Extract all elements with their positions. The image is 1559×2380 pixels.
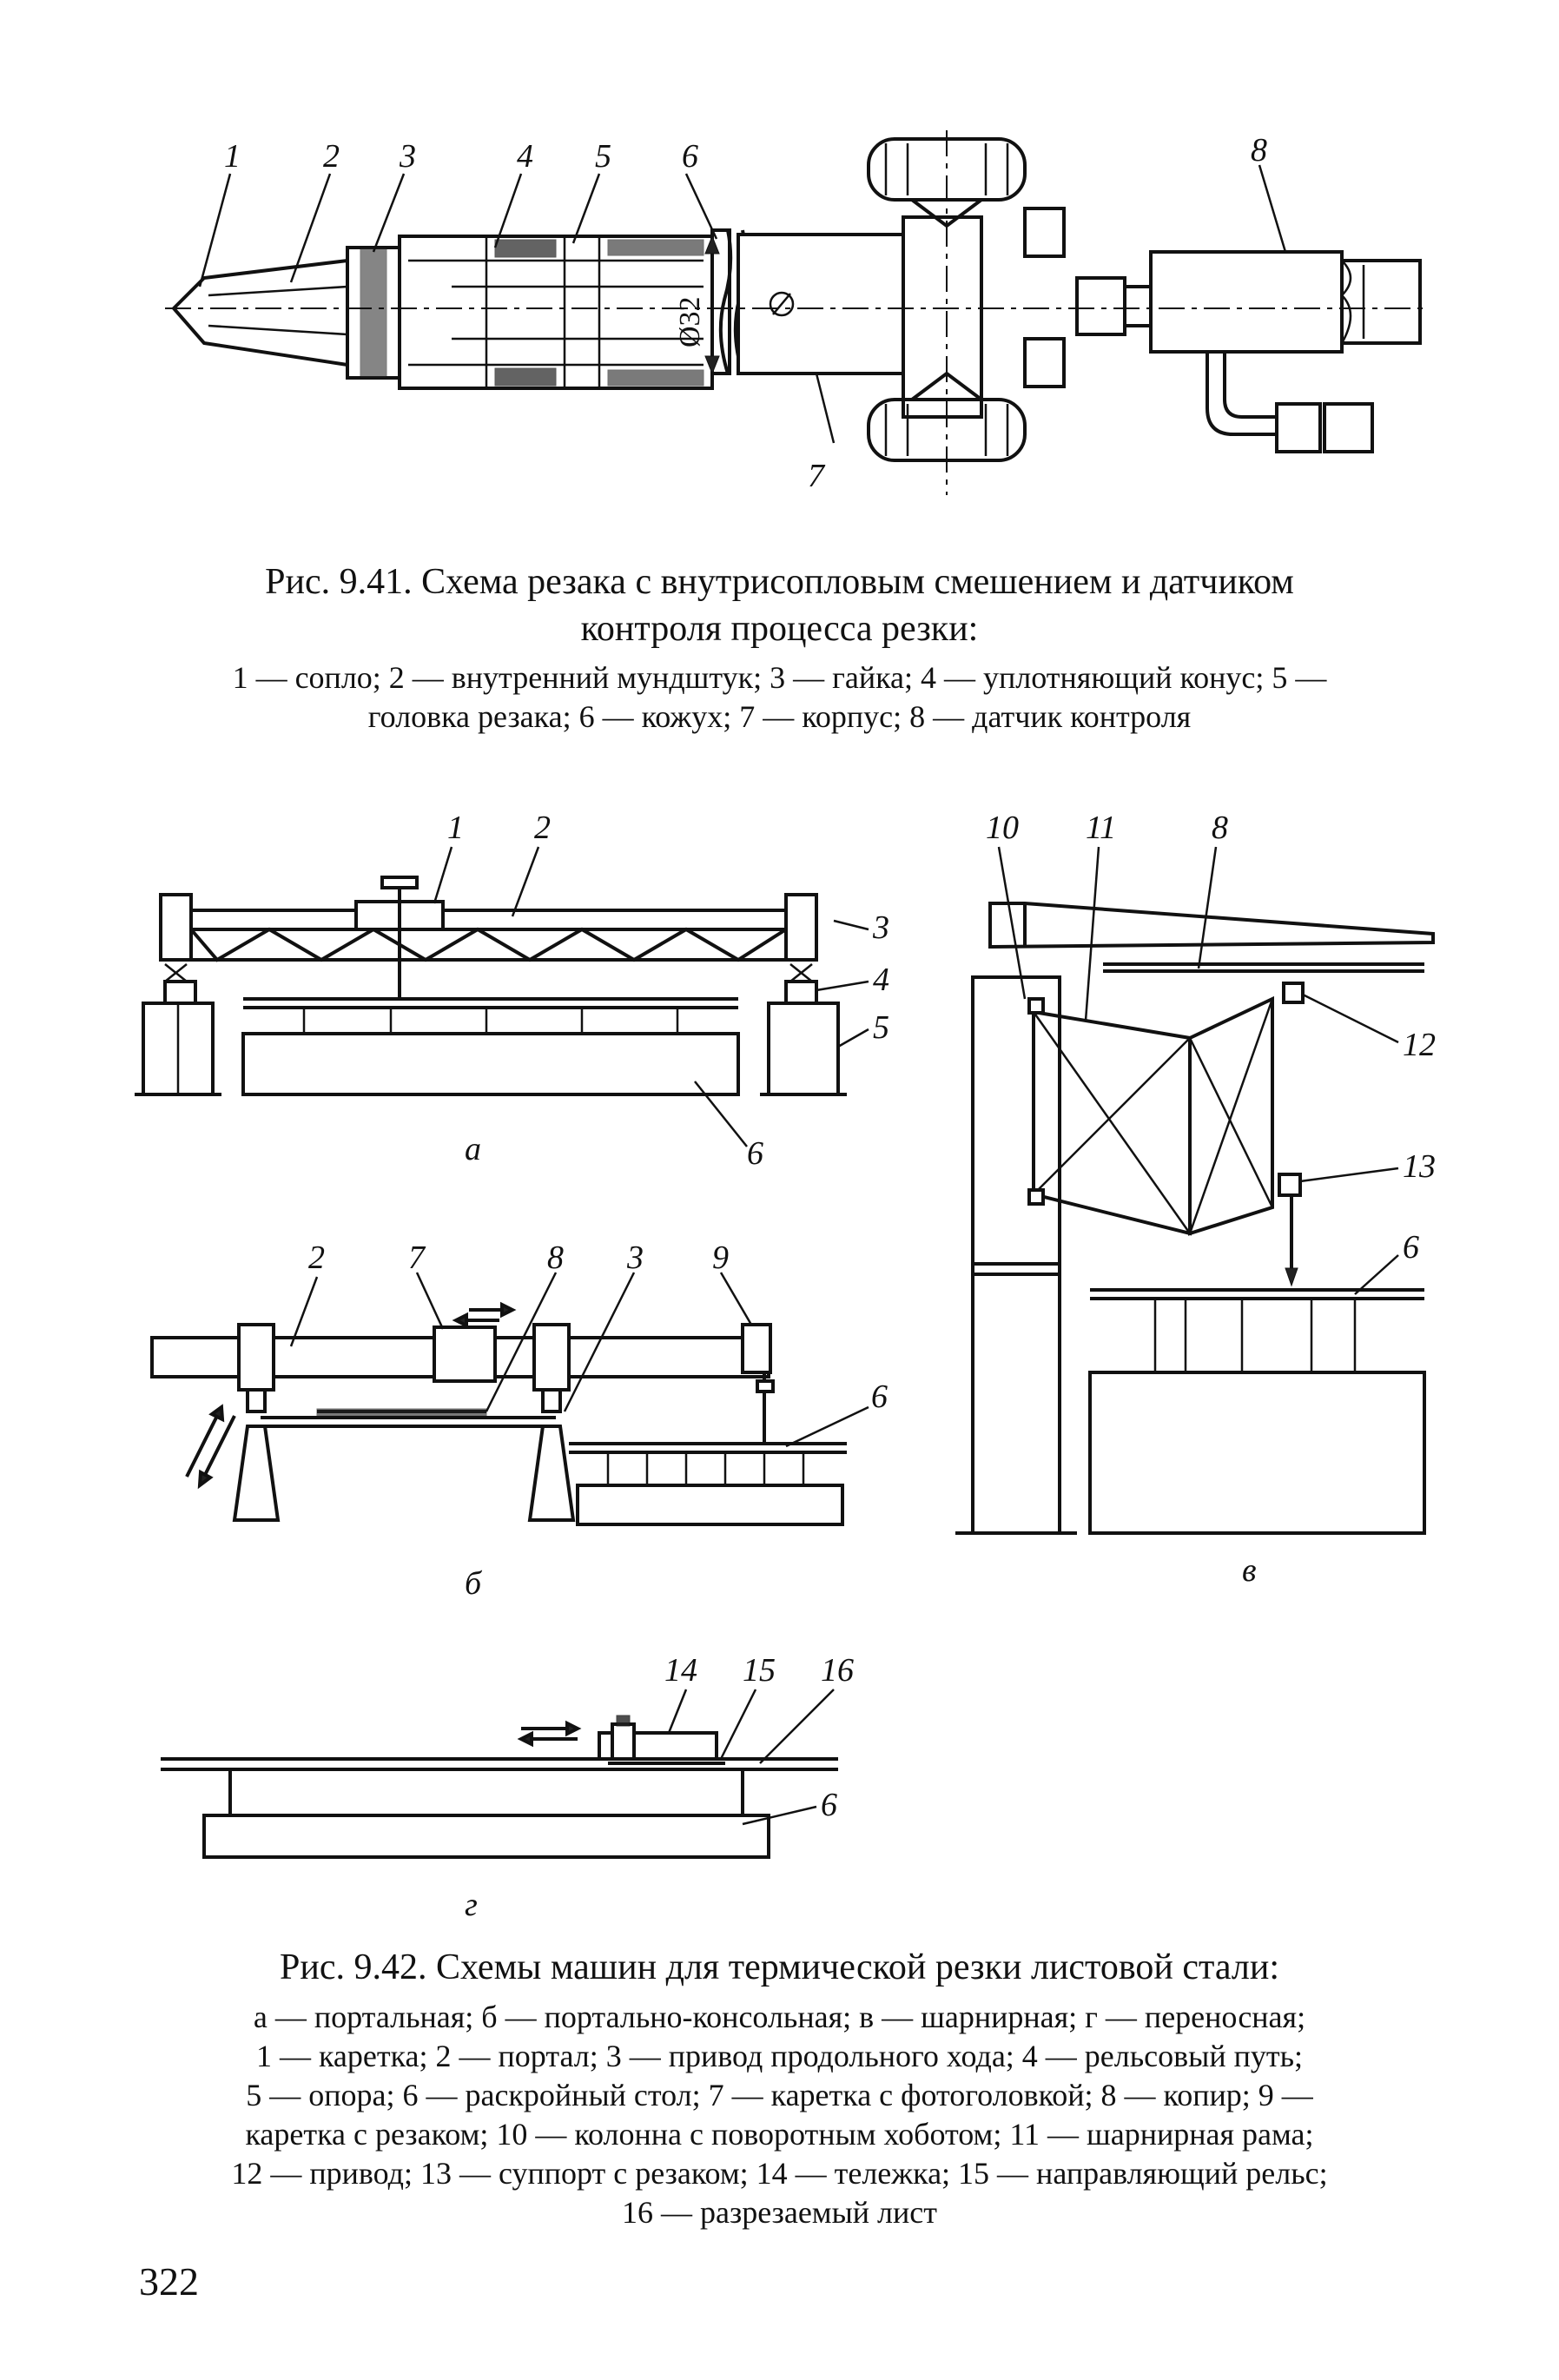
fig942-legend-line5: 12 — привод; 13 — суппорт с резаком; 14 … [231,2156,1328,2191]
a-label-1: 1 [447,810,464,846]
fig942-title: Рис. 9.42. Схемы машин для термической р… [279,1947,1280,1987]
fig942-legend-line4: каретка с резаком; 10 — колонна с поворо… [245,2117,1314,2152]
g-label-14: 14 [664,1652,697,1689]
v-label-12: 12 [1403,1027,1436,1063]
b-label-8: 8 [547,1240,564,1276]
fig942-legend-line2: 1 — каретка; 2 — портал; 3 — привод прод… [255,2039,1304,2073]
v-label-10: 10 [986,810,1019,846]
scheme-g-portable: 14 15 16 6 г [161,1652,854,1923]
fig941-label-5: 5 [595,138,611,175]
fig941-label-3: 3 [399,138,416,175]
fig941-label-4: 4 [517,138,533,175]
g-label-15: 15 [743,1652,776,1689]
scheme-a-portal: 1 2 3 4 5 6 а [135,810,889,1172]
v-label-6: 6 [1403,1229,1419,1266]
figure-9-42-machines-diagram: 1 2 3 4 5 6 а [135,810,1436,1923]
b-label-2: 2 [308,1240,325,1276]
fig941-title-line2: контроля процесса резки: [580,609,979,649]
fig941-label-7: 7 [808,458,826,494]
v-label-8: 8 [1212,810,1228,846]
fig941-legend-line2: головка резака; 6 — кожух; 7 — корпус; 8… [367,699,1192,734]
figure-9-41-cutter-diagram: Ø32 1 2 3 4 5 [165,130,1424,495]
g-label-16: 16 [821,1652,854,1689]
b-label-6: 6 [871,1378,888,1415]
g-label-6: 6 [821,1787,837,1823]
a-label-2: 2 [534,810,551,846]
v-label-11: 11 [1086,810,1116,846]
fig941-label-8: 8 [1251,132,1267,169]
fig941-label-1: 1 [224,138,241,175]
b-label-3: 3 [626,1240,644,1276]
fig942-legend-line6: 16 — разрезаемый лист [622,2195,937,2230]
a-label-4: 4 [873,962,889,998]
a-label-6: 6 [747,1135,763,1172]
fig941-label-2: 2 [323,138,340,175]
b-label-9: 9 [712,1240,729,1276]
page-number: 322 [139,2259,199,2304]
a-sublabel: а [465,1131,481,1167]
fig942-legend-line3: 5 — опора; 6 — раскройный стол; 7 — каре… [246,2078,1313,2112]
dimension-label: Ø32 [674,296,706,347]
fig941-title-line1: Рис. 9.41. Схема резака с внутрисопловым… [265,562,1294,602]
b-label-7: 7 [408,1240,426,1276]
v-label-13: 13 [1403,1148,1436,1185]
fig942-legend-line1: а — портальная; б — портально-консольная… [253,2000,1306,2034]
scheme-b-portal-console: 2 7 8 3 9 6 б [150,1240,888,1602]
v-sublabel: в [1242,1552,1257,1589]
a-label-5: 5 [873,1009,889,1046]
fig941-legend-line1: 1 — сопло; 2 — внутренний мундштук; 3 — … [232,660,1327,695]
b-sublabel: б [465,1565,483,1602]
a-label-3: 3 [872,909,889,946]
fig941-label-6: 6 [682,138,698,175]
g-sublabel: г [465,1887,478,1923]
scheme-v-articulated: 10 11 8 12 13 6 в [955,810,1436,1589]
